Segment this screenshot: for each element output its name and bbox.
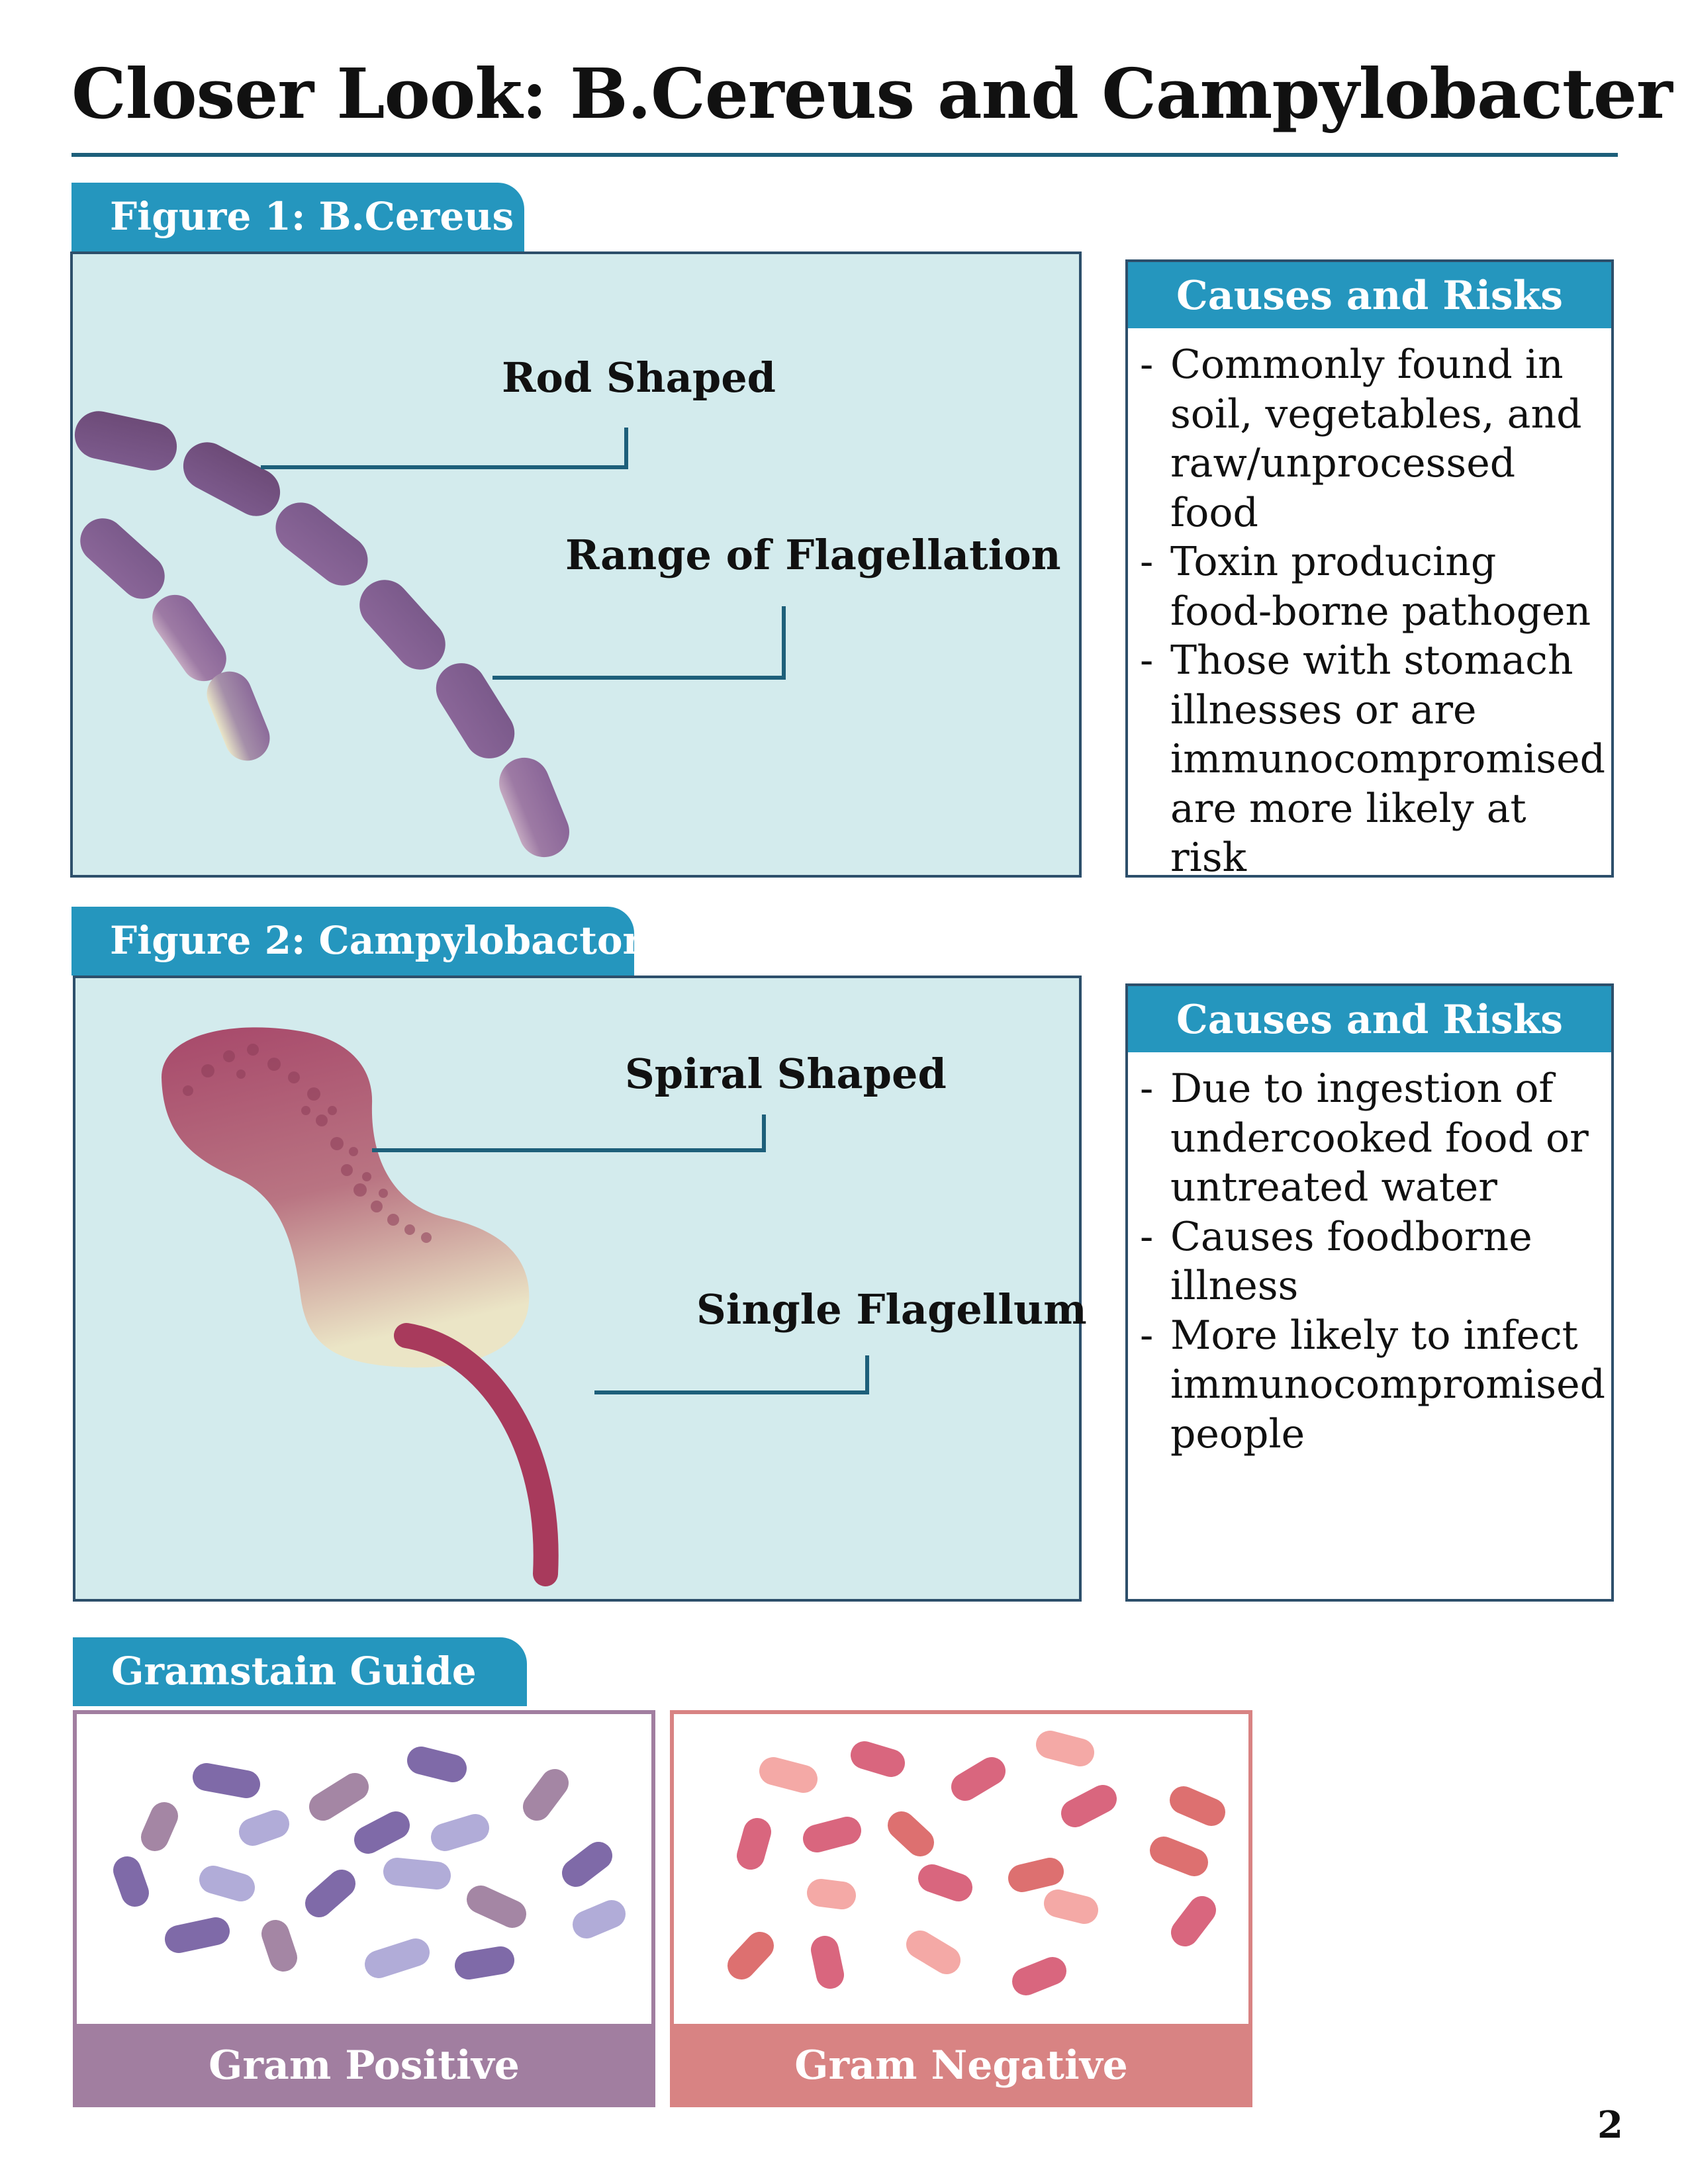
rod-cell <box>436 663 515 758</box>
figure-2-tab: Figure 2: Campylobactor <box>71 907 643 976</box>
title-divider <box>71 153 1618 157</box>
figure-2-panel: Spiral Shaped Single Flagellum <box>73 976 1087 1602</box>
causes-heading: Causes and Risks <box>1128 986 1611 1052</box>
stained-rod <box>467 1886 526 1928</box>
page-number: 2 <box>1597 2103 1623 2147</box>
rod-cell <box>80 518 165 599</box>
list-item: -Toxin producing food-borne pathogen <box>1140 539 1591 635</box>
gram-negative-rods <box>727 1731 1225 1995</box>
stained-rod <box>562 1842 612 1887</box>
list-item: -Causes foodborne illness <box>1140 1213 1532 1310</box>
gramstain-tab: Gramstain Guide <box>73 1637 527 1706</box>
stained-rod <box>737 1818 771 1870</box>
spiral-bacterium-body <box>162 1027 530 1368</box>
spiral-shaped-leader <box>372 1115 766 1152</box>
stained-rod <box>759 1757 818 1793</box>
stained-rod <box>1061 1785 1117 1827</box>
stained-rod <box>807 1879 856 1909</box>
stained-rod <box>165 1917 230 1953</box>
stained-rod <box>1008 1858 1064 1892</box>
stained-rod <box>309 1773 369 1821</box>
figure-2-causes-box: Causes and Risks -Due to ingestion of un… <box>1125 983 1614 1602</box>
stained-rod <box>951 1757 1006 1801</box>
gram-positive-footer: Gram Positive <box>73 2024 655 2107</box>
stained-rod <box>727 1932 774 1979</box>
causes-list: -Due to ingestion of undercooked food or… <box>1140 1064 1605 1459</box>
rod-cell <box>152 594 226 682</box>
stained-rod <box>803 1817 861 1852</box>
rod-cell <box>207 671 270 761</box>
causes-heading: Causes and Risks <box>1128 262 1611 328</box>
gram-negative-panel: Gram Negative <box>670 1710 1252 2107</box>
stained-rod <box>199 1866 255 1901</box>
flagellum <box>394 1323 559 1586</box>
stained-rod <box>383 1858 451 1889</box>
stained-rod <box>1012 1957 1066 1995</box>
spiral-texture <box>183 1044 432 1243</box>
rod-shaped-label: Rod Shaped <box>502 353 776 402</box>
single-flagellum-label: Single Flagellum <box>696 1285 1087 1334</box>
stained-rod <box>851 1741 905 1777</box>
stained-rod <box>455 1946 514 1979</box>
single-flagellum-leader <box>594 1355 869 1394</box>
stained-rod <box>305 1870 355 1917</box>
stained-rod <box>261 1920 297 1972</box>
rod-cell <box>183 442 281 516</box>
stained-rod <box>573 1900 626 1938</box>
figure-1-panel: Rod Shaped Range of Flagellation <box>70 251 1082 878</box>
range-of-flagellation-label: Range of Flagellation <box>565 531 1061 579</box>
figure-1-tab: Figure 1: B.Cereus <box>71 183 524 251</box>
stained-rod <box>1171 1896 1216 1946</box>
spiral-shaped-label: Spiral Shaped <box>625 1050 947 1098</box>
stained-rod <box>113 1856 149 1907</box>
stained-rod <box>365 1938 430 1978</box>
list-item: -Commonly found in soil, vegetables, and… <box>1140 341 1582 536</box>
stained-rod <box>354 1811 410 1854</box>
stained-rod <box>1170 1786 1225 1826</box>
rod-shaped-leader <box>261 428 628 469</box>
gram-positive-bacteria <box>113 1747 626 1979</box>
rod-cell <box>74 411 177 471</box>
stained-rod <box>888 1811 934 1856</box>
page-title: Closer Look: B.Cereus and Campylobacter <box>71 53 1673 134</box>
rod-cell <box>499 757 569 858</box>
figure-1-causes-box: Causes and Risks -Commonly found in soil… <box>1125 259 1614 881</box>
rod-cell <box>275 502 368 586</box>
bacillus-illustration <box>74 411 786 858</box>
stained-rod <box>407 1747 467 1782</box>
gram-negative-bacteria <box>727 1731 1225 1995</box>
flagellation-leader <box>492 606 786 680</box>
stained-rod <box>523 1769 569 1821</box>
stained-rod <box>906 1931 961 1974</box>
campylobacter-illustration <box>162 1027 869 1586</box>
stained-rod <box>1044 1889 1098 1924</box>
rod-cell <box>359 580 445 670</box>
stained-rod <box>193 1763 260 1798</box>
list-item: -More likely to infect immunocompromised… <box>1140 1312 1606 1457</box>
stained-rod <box>141 1802 178 1851</box>
stained-rod <box>1036 1731 1094 1766</box>
gram-positive-rods <box>113 1747 626 1979</box>
list-item: -Those with stomach illnesses or are imm… <box>1140 637 1606 881</box>
stained-rod <box>918 1864 972 1901</box>
gram-positive-panel: Gram Positive <box>73 1710 655 2107</box>
list-item: -Due to ingestion of undercooked food or… <box>1140 1066 1589 1210</box>
stained-rod <box>431 1814 489 1851</box>
causes-list: -Commonly found in soil, vegetables, and… <box>1140 340 1605 883</box>
stained-rod <box>239 1810 289 1846</box>
stained-rod <box>811 1936 844 1989</box>
gram-negative-footer: Gram Negative <box>670 2024 1252 2107</box>
stained-rod <box>1150 1837 1208 1876</box>
